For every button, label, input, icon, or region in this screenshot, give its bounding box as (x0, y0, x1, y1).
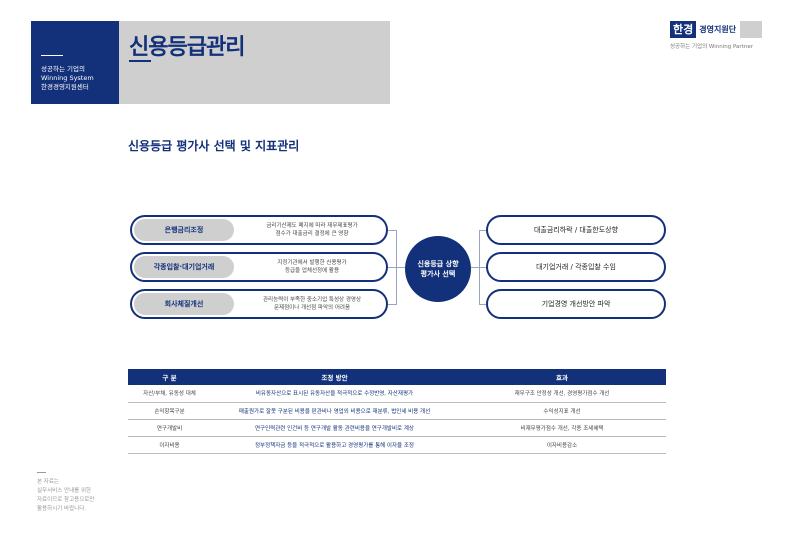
connector-line (479, 267, 486, 268)
logo-subtitle: 성공하는 기업의 Winning Partner (670, 44, 753, 50)
center-line: 신용등급 상향 (417, 260, 459, 268)
table-row: 이자비용 정부정책자금 등을 적극적으로 활용하고 경영평가를 통해 이자율 조… (128, 436, 666, 454)
cell-category: 이자비용 (128, 436, 211, 454)
logo-mark: 한경 (670, 21, 697, 38)
factor-desc-line: 점수가 대출금리 결정에 큰 영향 (275, 231, 349, 237)
brand-lines: 성공하는 기업의 Winning System 한경경영지원센터 (41, 65, 94, 92)
table-header-row: 구 분 조정 방안 효과 (128, 369, 666, 385)
factor-label: 각종입찰·대기업거래 (134, 256, 234, 278)
cell-method: 연구인력관련 인건비 등 연구개발 활동 관련비용을 연구개발비로 계상 (211, 419, 458, 437)
company-logo: 한경 경영지원단 (670, 21, 763, 38)
footnote-line: 활용하시기 바랍니다. (37, 506, 87, 512)
connector-line (388, 304, 396, 305)
adjustment-table: 구 분 조정 방안 효과 자산/부채, 유동성 대체 비유동자산으로 표시된 유… (128, 369, 666, 454)
title-rule (129, 60, 151, 62)
cell-category: 연구개발비 (128, 419, 211, 437)
cell-effect: 이자비용감소 (458, 436, 666, 454)
table-row: 연구개발비 연구인력관련 인건비 등 연구개발 활동 관련비용을 연구개발비로 … (128, 419, 666, 437)
section-title: 신용등급 평가사 선택 및 지표관리 (128, 139, 300, 153)
header-method: 조정 방안 (211, 369, 458, 385)
brand-block: 성공하는 기업의 Winning System 한경경영지원센터 (31, 21, 119, 104)
brand-line: 한경경영지원센터 (41, 83, 89, 91)
factor-desc: 금리기산제도 폐지에 따라 재무제표평가 점수가 대출금리 결정에 큰 영향 (242, 217, 382, 243)
center-line: 평가사 선택 (420, 270, 456, 278)
footnote-line: 본 자료는 (37, 479, 59, 485)
result-pill: 기업경영 개선방안 파악 (486, 289, 666, 319)
factor-label: 회사체질개선 (134, 293, 234, 315)
logo-bar (740, 21, 763, 38)
factor-pill-bank-rate: 은행금리조정 금리기산제도 폐지에 따라 재무제표평가 점수가 대출금리 결정에… (130, 215, 388, 245)
table-row: 자산/부채, 유동성 대체 비유동자산으로 표시된 유동자산을 적극적으로 수정… (128, 385, 666, 403)
footnote-line: 자료이므로 참고용으로만 (37, 497, 95, 503)
cell-effect: 비재무평가점수 개선, 각종 조세혜택 (458, 419, 666, 437)
cell-method: 비유동자산으로 표시된 유동자산을 적극적으로 수정반영, 자산재평가 (211, 385, 458, 403)
factor-desc-line: 지정기관에서 발행한 신용평가 (277, 260, 347, 266)
cell-category: 손익항목구분 (128, 402, 211, 420)
header-category: 구 분 (128, 369, 211, 385)
factor-label: 은행금리조정 (134, 219, 234, 241)
footnote: 본 자료는 실무서비스 안내를 위한 자료이므로 참고용으로만 활용하시기 바랍… (37, 472, 94, 514)
factor-desc-line: 등급을 업체선정에 활용 (284, 268, 340, 274)
brand-line: 성공하는 기업의 (41, 65, 85, 73)
factor-desc: 관리능력이 부족한 중소기업 특성상 경영상 문제점이나 개선점 파악의 어려움 (242, 291, 382, 317)
connector-line (479, 230, 486, 231)
result-pill: 대출금리하락 / 대출한도상향 (486, 215, 666, 245)
cell-category: 자산/부채, 유동성 대체 (128, 385, 211, 403)
cell-effect: 재무구조 안정성 개선, 경영평가점수 개선 (458, 385, 666, 403)
logo-name: 경영지원단 (699, 25, 737, 34)
table-row: 손익항목구분 매출원가로 잘못 구분된 비용을 판관비나 영업외 비용으로 재분… (128, 402, 666, 420)
factor-desc: 지정기관에서 발행한 신용평가 등급을 업체선정에 활용 (242, 254, 382, 280)
footnote-rule (37, 472, 46, 473)
cell-method: 정부정책자금 등을 적극적으로 활용하고 경영평가를 통해 이자율 조정 (211, 436, 458, 454)
brand-line: Winning System (41, 74, 94, 82)
cell-method: 매출원가로 잘못 구분된 비용을 판관비나 영업외 비용으로 재분류, 법인세 … (211, 402, 458, 420)
factor-desc-line: 금리기산제도 폐지에 따라 재무제표평가 (266, 223, 358, 229)
connector-line (388, 267, 405, 268)
header-effect: 효과 (458, 369, 666, 385)
footnote-line: 실무서비스 안내를 위한 (37, 488, 92, 494)
factor-desc-line: 관리능력이 부족한 중소기업 특성상 경영상 (262, 297, 362, 303)
title-panel: 신용등급관리 (119, 21, 390, 104)
connector-line (479, 304, 486, 305)
center-circle: 신용등급 상향 평가사 선택 (405, 236, 471, 302)
connector-line (388, 230, 396, 231)
factor-desc-line: 문제점이나 개선점 파악의 어려움 (273, 305, 351, 311)
cell-effect: 수익성지표 개선 (458, 402, 666, 420)
factor-pill-restructuring: 회사체질개선 관리능력이 부족한 중소기업 특성상 경영상 문제점이나 개선점 … (130, 289, 388, 319)
result-pill: 대기업거래 / 각종입찰 수임 (486, 252, 666, 282)
connector-line (471, 267, 479, 268)
brand-rule (41, 55, 63, 56)
factor-pill-bidding: 각종입찰·대기업거래 지정기관에서 발행한 신용평가 등급을 업체선정에 활용 (130, 252, 388, 282)
page-title: 신용등급관리 (129, 35, 245, 60)
